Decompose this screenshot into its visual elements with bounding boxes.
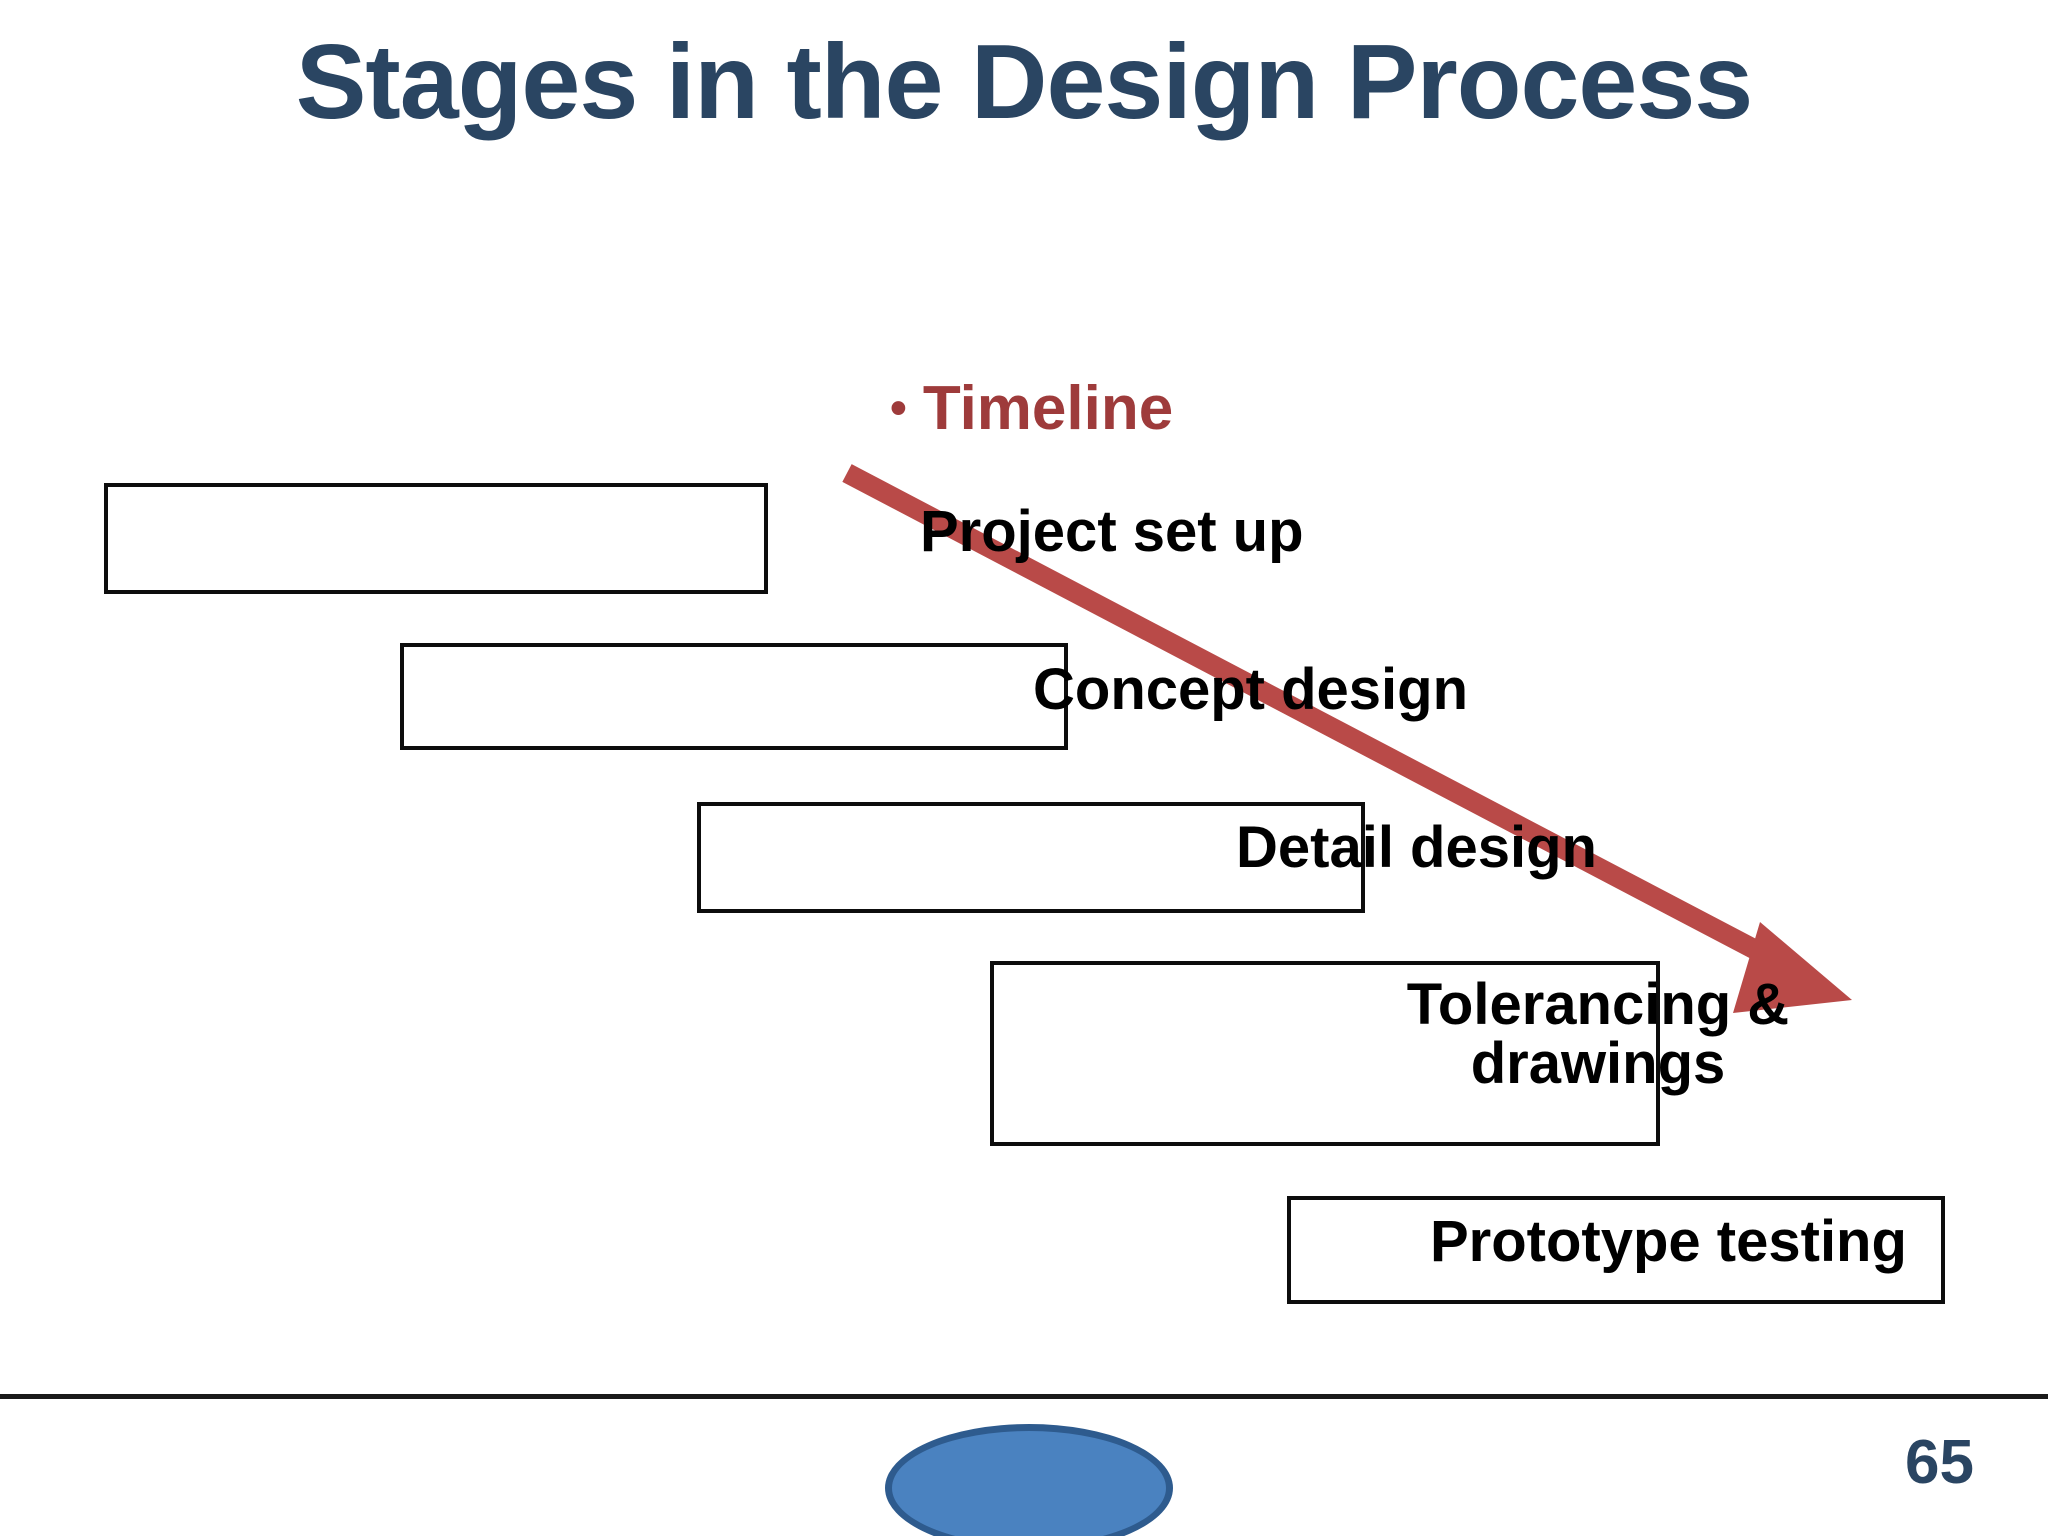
- stage-label-tolerancing-drawings: Tolerancing & drawings: [1406, 972, 1790, 1097]
- footer-ellipse-decoration: [885, 1424, 1173, 1536]
- timeline-bullet-item: •Timeline: [890, 378, 1173, 440]
- stage-label-concept-design: Concept design: [1033, 657, 1469, 722]
- gantt-bar-prototype-testing: [1287, 1196, 1945, 1304]
- page-title: Stages in the Design Process: [295, 23, 1754, 141]
- stage-label-detail-design: Detail design: [1236, 815, 1597, 880]
- stage-label-prototype-testing: Prototype testing: [1430, 1209, 1907, 1274]
- footer-divider: [0, 1394, 2048, 1399]
- gantt-bar-tolerancing-drawings: [990, 961, 1660, 1146]
- gantt-bar-project-set-up: [104, 483, 768, 594]
- bullet-dot-icon: •: [890, 381, 907, 435]
- gantt-bar-concept-design: [400, 643, 1068, 750]
- timeline-bullet-label: Timeline: [922, 374, 1174, 443]
- stage-label-project-set-up: Project set up: [920, 499, 1304, 564]
- page-number: 65: [1905, 1428, 1974, 1497]
